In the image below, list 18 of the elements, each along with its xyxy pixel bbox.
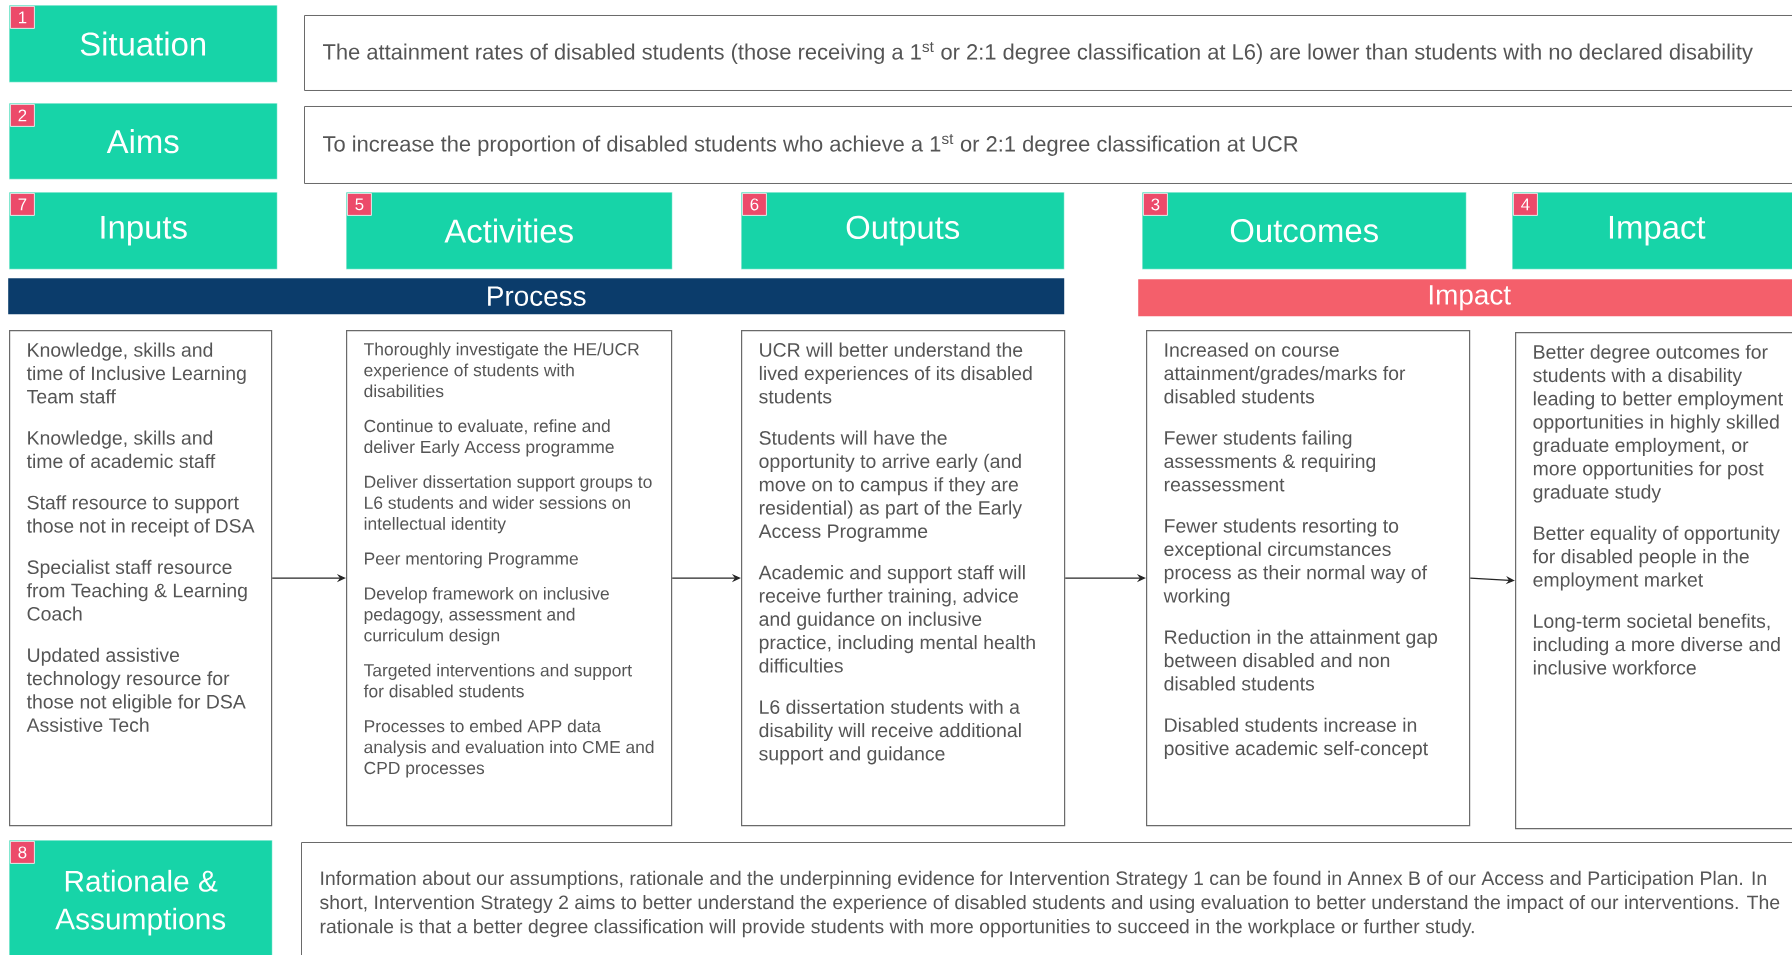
list-box: Increased on course attainment/grades/marks for disabled students Fewer students failing assessments & requiring reassessment Fewer students resorting to exceptional circumstances process as their normal way of working Reduction in the attainment gap between disabled and non disabled students Disabled students increase in positive academic self-concept <box>1146 330 1471 827</box>
text-box: To increase the proportion of disabled students who achieve a 1$^{st}$ or 2:1 degree classification at UCR <box>304 106 1792 184</box>
number-badge: 2 <box>10 104 35 127</box>
text-box: Information about our assumptions, rationale and the underpinning evidence for Intervention Strategy 1 can be found in Annex B of our Access and Participation Plan. In short, Intervention Strategy 2 aims to better understand the experience of disabled students and using evaluation to better understand the impact of our interventions. The rationale is that a better degree classification will provide students with more opportunities to succeed in the workplace or further study. <box>301 842 1792 955</box>
section-banner: Process <box>8 278 1065 315</box>
list-box: Knowledge, skills and time of Inclusive Learning Team staff Knowledge, skills and time of academic staff Staff resource to support those not in receipt of DSA Specialist staff resource from Teaching & Learning Coach Updated assistive technology resource for those not eligible for DSA Assistive Tech <box>9 330 273 827</box>
number-badge: 3 <box>1143 193 1168 216</box>
number-badge: 7 <box>10 193 35 216</box>
number-badge: 6 <box>742 193 767 216</box>
number-badge: 1 <box>10 6 35 29</box>
number-badge: 4 <box>1513 193 1538 216</box>
text-box: The attainment rates of disabled students (those receiving a 1$^{st}$ or 2:1 degree classification at L6) are lower than students with no declared disability <box>304 15 1792 91</box>
number-badge: 8 <box>10 841 35 864</box>
number-badge: 5 <box>347 193 372 216</box>
list-box: Better degree outcomes for students with a disability leading to better employment opportunities in highly skilled graduate employment, or more opportunities for post graduate study Better equality of opportunity for disabled people in the employment market Long-term societal benefits, including a more diverse and inclusive workforce <box>1515 332 1792 830</box>
list-box: Thoroughly investigate the HE/UCR experience of students with disabilities Continue to evaluate, refine and deliver Early Access programme Deliver dissertation support groups to L6 students and wider sessions on intellectual identity Peer mentoring Programme Develop framework on inclusive pedagogy, assessment and curriculum design Targeted interventions and support for disabled students Processes to embed APP data analysis and evaluation into CME and CPD processes <box>346 330 673 827</box>
section-banner: Impact <box>1138 279 1792 317</box>
list-box: UCR will better understand the lived experiences of its disabled students Students will have the opportunity to arrive early (and move on to campus if they are residential) as part of the Early Access Programme Academic and support staff will receive further training, advice and guidance on inclusive practice, including mental health difficulties L6 dissertation students with a disability will receive additional support and guidance <box>741 330 1066 827</box>
